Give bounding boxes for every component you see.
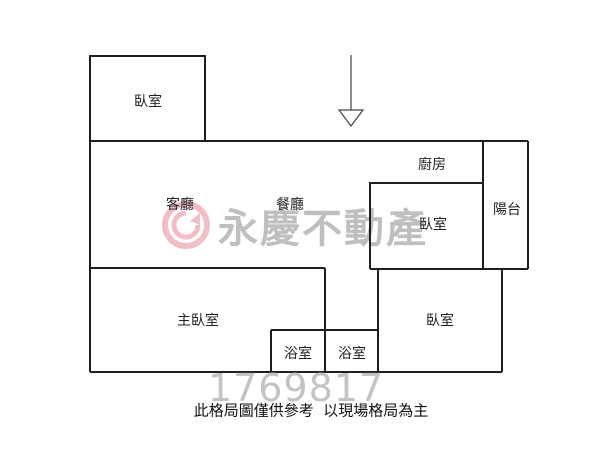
brand-logo-icon xyxy=(162,201,210,249)
room-label-bathroom-1: 浴室 xyxy=(284,346,312,362)
brand-name: 永慶不動產 xyxy=(218,206,428,252)
room-label-bathroom-2: 浴室 xyxy=(338,346,366,362)
room-label-bedroom-right: 臥室 xyxy=(426,313,454,329)
room-label-dining-room: 餐廳 xyxy=(276,197,304,213)
entrance-arrow-icon xyxy=(337,55,365,127)
room-label-master-bedroom: 主臥室 xyxy=(177,313,219,329)
brand-watermark: 永慶不動產 xyxy=(160,200,428,252)
disclaimer-caption: 此格局圖僅供參考 以現場格局為主 xyxy=(193,401,429,420)
room-label-bedroom-middle: 臥室 xyxy=(419,217,447,233)
listing-number-watermark: 1769817 xyxy=(207,366,385,410)
room-label-bedroom-top: 臥室 xyxy=(134,94,162,110)
room-label-living-room: 客廳 xyxy=(166,197,194,213)
room-label-kitchen: 廚房 xyxy=(418,157,446,173)
room-label-balcony: 陽台 xyxy=(493,202,521,218)
